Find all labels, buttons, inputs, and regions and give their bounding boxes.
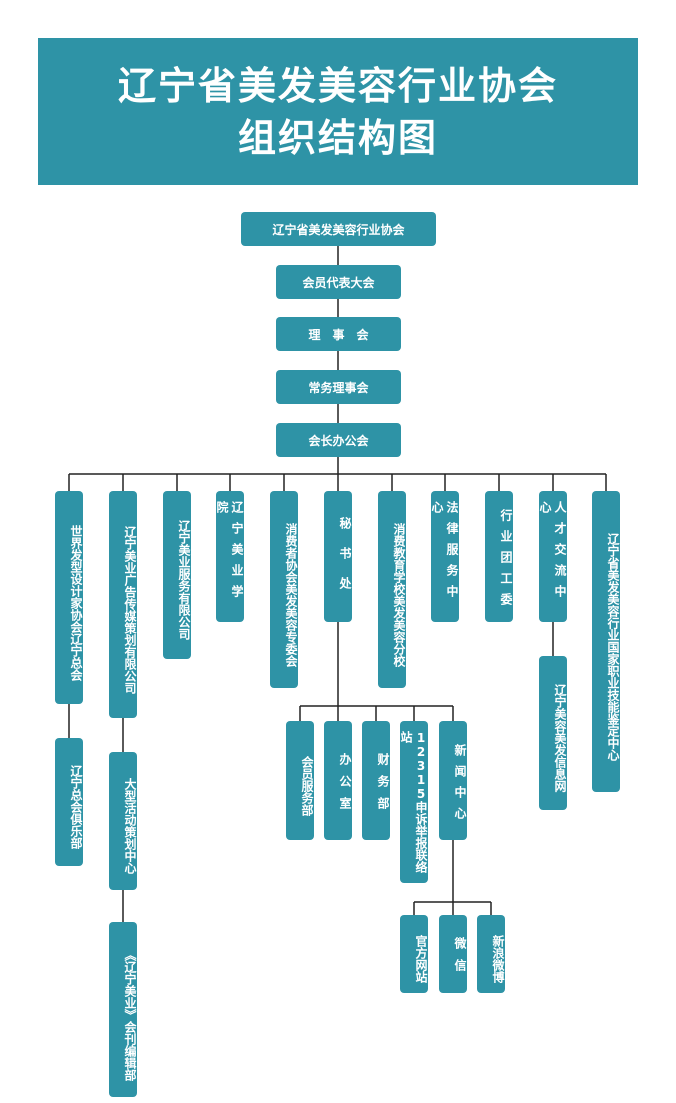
node-root: 辽宁省美发美容行业协会 (241, 212, 436, 246)
dept-education-school: 消费教育学校美发美容分校 (378, 491, 406, 688)
sec-office: 办公室 (324, 721, 352, 840)
title-line-2: 组织结构图 (237, 115, 438, 160)
dept-legal-center: 法律服务中心 (430, 491, 459, 622)
node-president-office: 会长办公会 (276, 423, 401, 457)
news-official-site: 官方网站 (400, 915, 428, 993)
title-line-1: 辽宁省美发美容行业协会 (117, 63, 558, 108)
node-members-congress: 会员代表大会 (276, 265, 401, 299)
dept-event-planning: 大型活动策划中心 (109, 752, 137, 890)
sec-news-center: 新闻中心 (439, 721, 467, 840)
dept-liaoning-club: 辽宁总会俱乐部 (55, 738, 83, 866)
dept-youth-committee: 行业团工委 (485, 491, 513, 622)
news-wechat: 微信 (439, 915, 467, 993)
dept-info-network: 辽宁美容美发信息网 (539, 656, 567, 810)
title-banner: 辽宁省美发美容行业协会 组织结构图 (38, 38, 638, 185)
dept-media-company: 辽宁美业广告传媒策划有限公司 (109, 491, 137, 718)
dept-academy: 辽宁美业学院 (215, 491, 244, 622)
dept-service-company: 辽宁美业服务有限公司 (163, 491, 191, 659)
dept-journal-editorial: 《辽宁美业》会刊编辑部 (109, 922, 137, 1097)
dept-world-hair-design: 世界发型设计家协会辽宁总会 (55, 491, 83, 704)
dept-talent-center: 人才交流中心 (538, 491, 567, 622)
node-standing-council: 常务理事会 (276, 370, 401, 404)
dept-skill-appraisal-center: 辽宁省美发美容行业国家职业技能鉴定中心 (592, 491, 620, 792)
dept-secretariat: 秘书处 (324, 491, 352, 622)
node-council: 理 事 会 (276, 317, 401, 351)
sec-12315-station: 12315申诉举报联络站 (399, 721, 428, 883)
sec-member-service: 会员服务部 (286, 721, 314, 840)
news-weibo: 新浪微博 (477, 915, 505, 993)
dept-consumer-committee: 消费者协会美发美容专委会 (270, 491, 298, 688)
sec-finance: 财务部 (362, 721, 390, 840)
